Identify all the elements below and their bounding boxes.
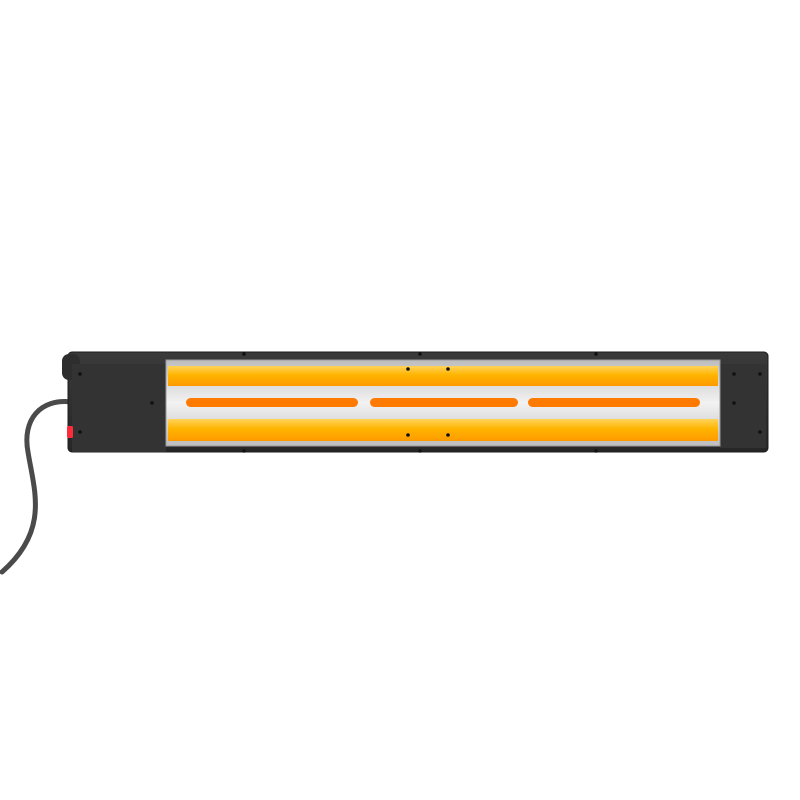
screw: [418, 449, 422, 453]
left-end-cap: [72, 364, 166, 452]
screw: [150, 401, 154, 405]
right-end-cap: [720, 364, 766, 448]
screw: [406, 367, 410, 371]
heating-tube-bottom: [168, 419, 718, 441]
power-cable: [0, 399, 75, 575]
mounting-screws: [78, 352, 762, 453]
screw: [732, 372, 736, 376]
screw: [446, 433, 450, 437]
screw: [758, 430, 762, 434]
screw: [594, 449, 598, 453]
screw: [732, 401, 736, 405]
screw: [446, 367, 450, 371]
screw: [758, 372, 762, 376]
inner-lamp-segment: [370, 398, 518, 407]
screw: [78, 372, 82, 376]
heating-tube-top: [168, 366, 718, 386]
screw: [242, 449, 246, 453]
screw: [406, 433, 410, 437]
screw: [594, 352, 598, 356]
screw: [78, 430, 82, 434]
switch-indicator[interactable]: [67, 426, 73, 438]
inner-lamp-segment: [528, 398, 700, 407]
inner-lamp-segment: [186, 398, 358, 407]
screw: [418, 352, 422, 356]
screw: [242, 352, 246, 356]
